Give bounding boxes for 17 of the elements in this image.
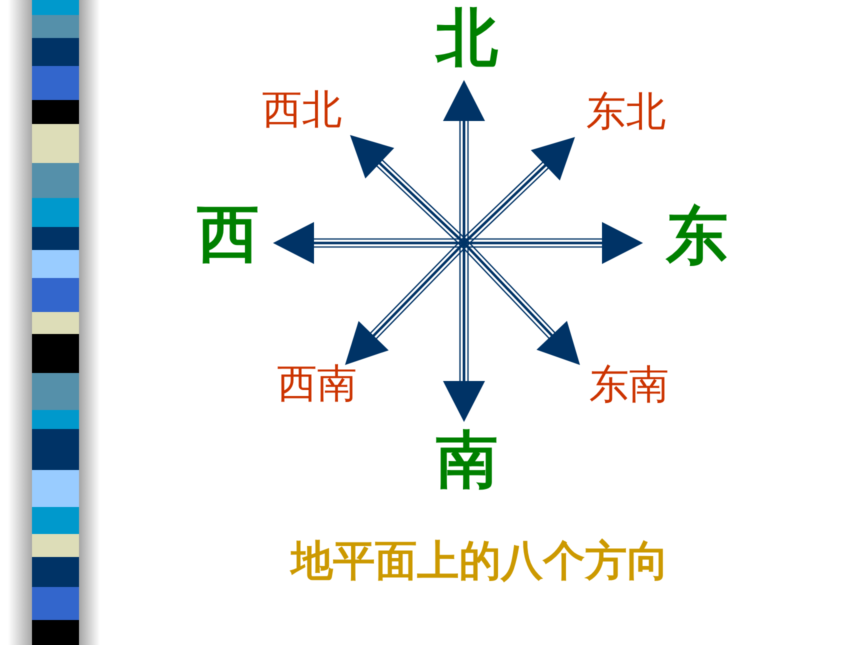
direction-label: 北 [436, 7, 498, 69]
direction-label: 东北 [586, 92, 666, 132]
arrow [460, 240, 580, 365]
arrow [464, 222, 643, 264]
direction-label: 东 [666, 205, 728, 267]
direction-label: 西北 [262, 90, 342, 130]
arrow [443, 243, 485, 422]
arrow [273, 222, 464, 264]
arrow [443, 80, 485, 243]
direction-label: 西 [197, 203, 259, 265]
direction-label: 南 [436, 429, 498, 491]
arrow [345, 240, 468, 365]
direction-label: 西南 [277, 364, 357, 404]
caption: 地平面上的八个方向 [291, 540, 669, 582]
arrow [460, 137, 575, 246]
arrow [350, 135, 468, 246]
direction-label: 东南 [589, 365, 669, 405]
